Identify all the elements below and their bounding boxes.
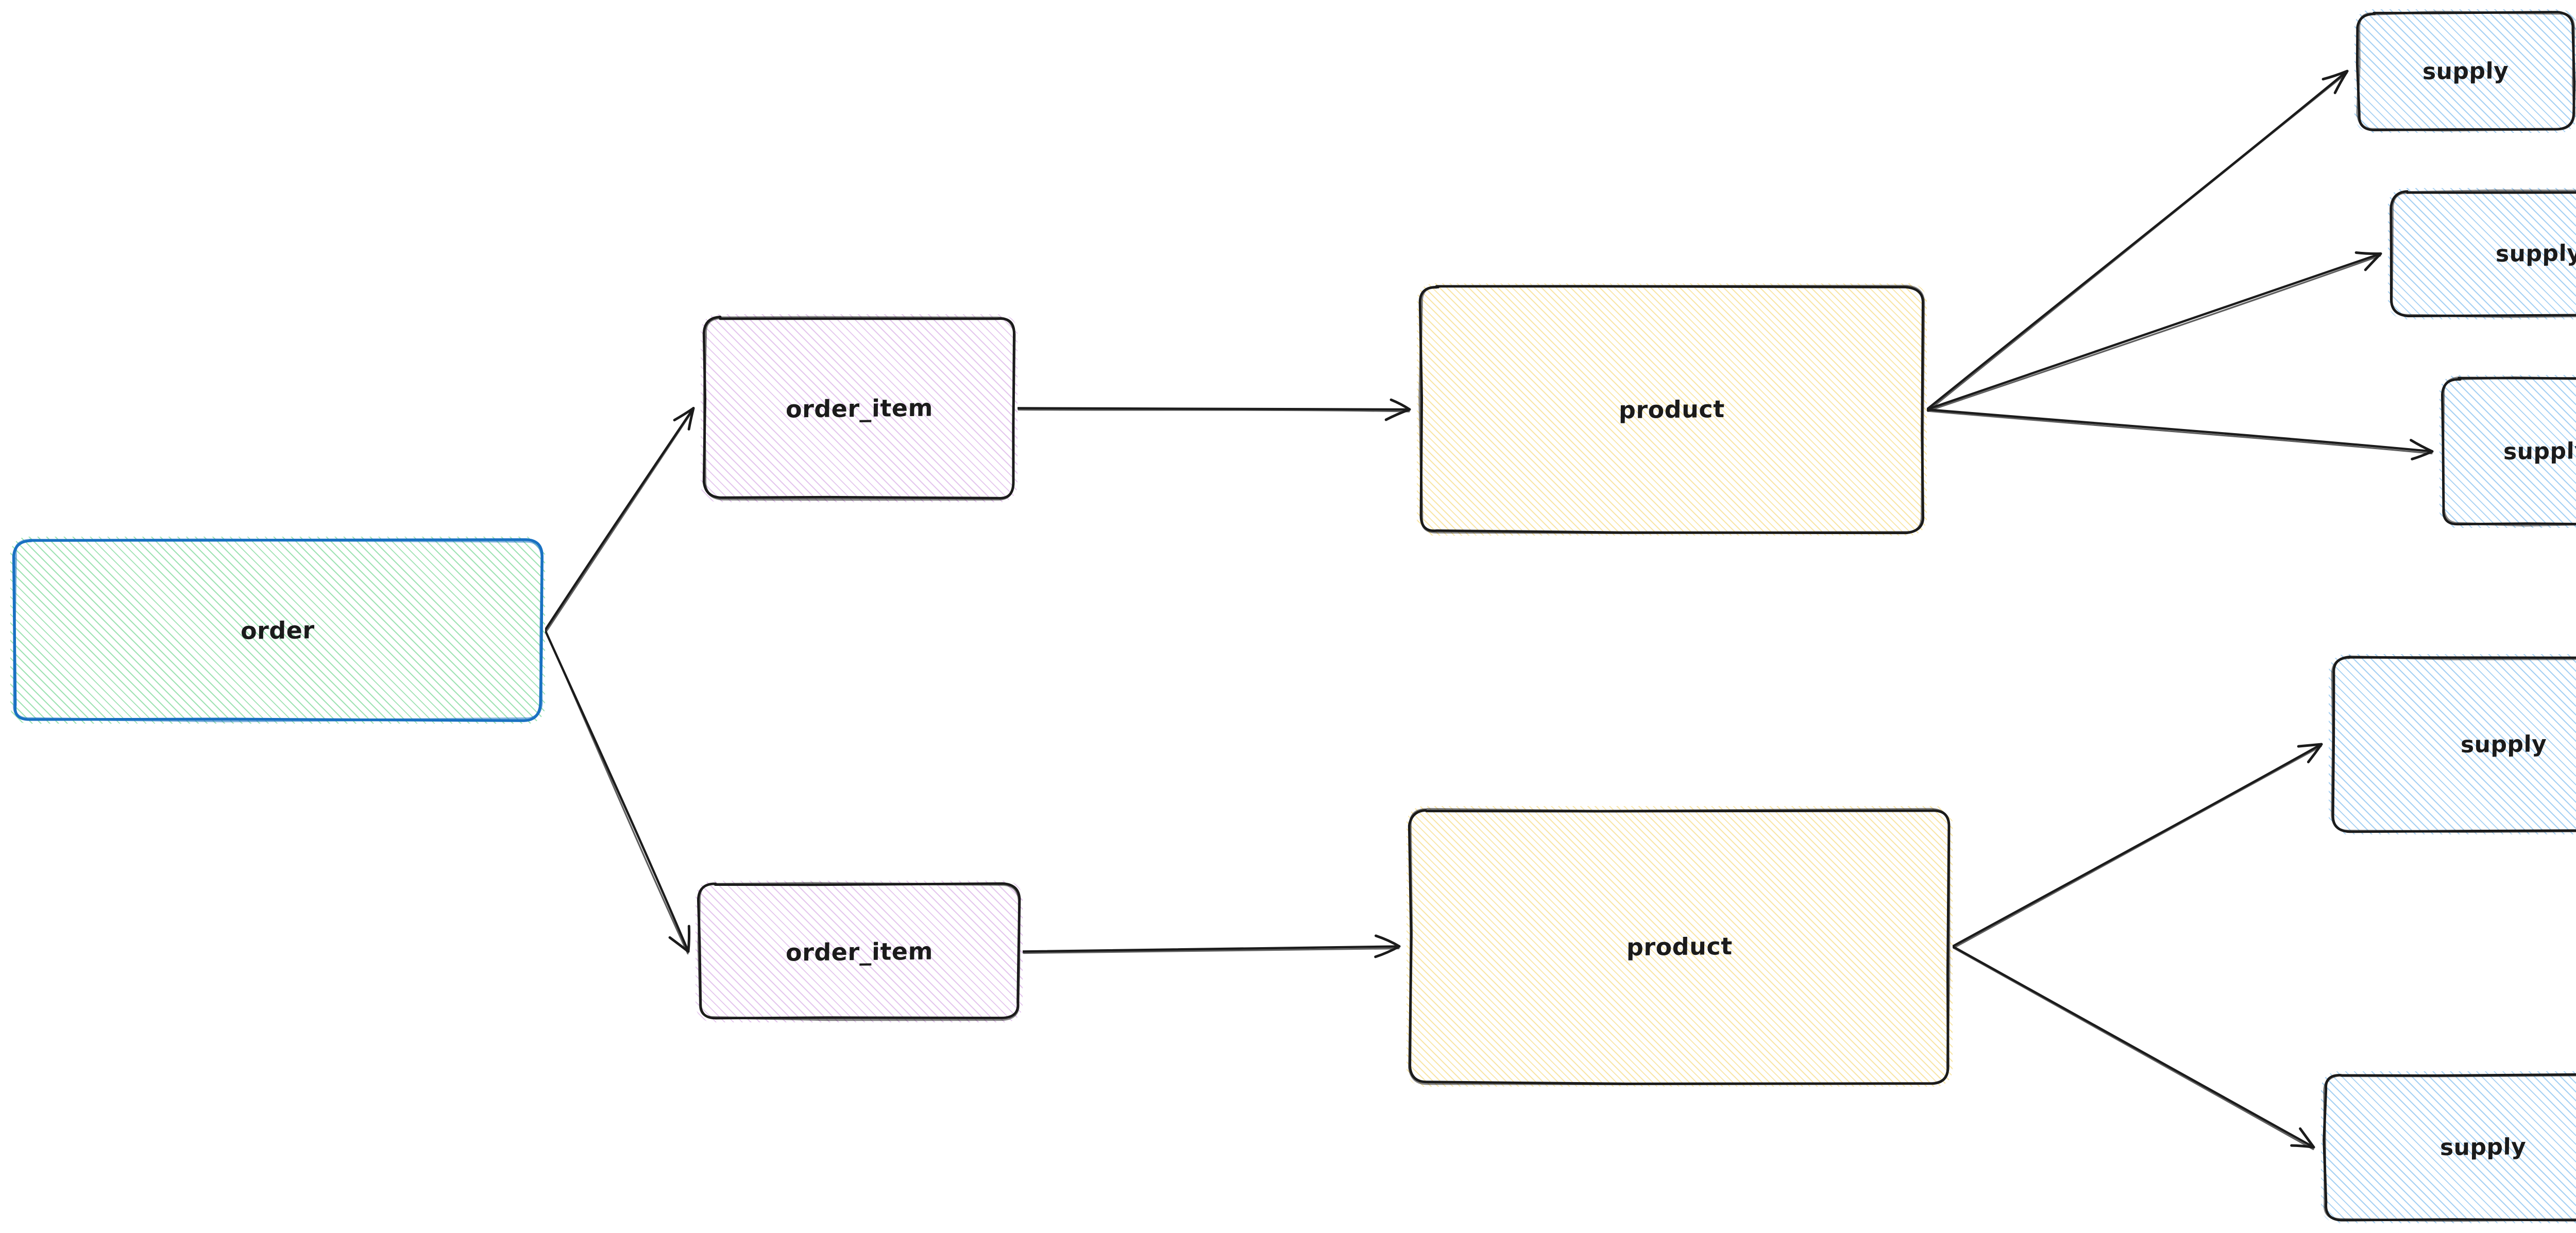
node-supply_2[interactable]: supply [2388, 188, 2576, 319]
node-label-supply_5: supply [2440, 1134, 2527, 1161]
node-label-order_item_1: order_item [785, 393, 933, 423]
edge-product_2-to-supply_5 [1951, 945, 2315, 1151]
node-supply_3[interactable]: supply [2439, 375, 2576, 528]
node-label-supply_4: supply [2461, 730, 2547, 758]
node-label-supply_2: supply [2495, 240, 2576, 267]
node-label-supply_1: supply [2422, 57, 2509, 85]
edge-product_1-to-supply_2 [1925, 251, 2382, 412]
edge-product_1-to-supply_3 [1925, 408, 2434, 460]
node-supply_5[interactable]: supply [2321, 1071, 2576, 1223]
node-label-product_1: product [1618, 395, 1725, 424]
node-label-order: order [240, 615, 315, 645]
edge-product_2-to-supply_4 [1951, 743, 2323, 949]
node-order_item_2[interactable]: order_item [696, 881, 1023, 1022]
node-supply_1[interactable]: supply [2354, 9, 2576, 133]
edge-order_item_1-to-product_1 [1016, 398, 1411, 421]
node-order_item_1[interactable]: order_item [701, 314, 1018, 502]
node-label-product_2: product [1626, 932, 1733, 961]
node-supply_4[interactable]: supply [2329, 654, 2576, 834]
node-label-supply_3: supply [2503, 438, 2576, 465]
edge-order_item_2-to-product_2 [1021, 934, 1401, 958]
edge-order-to-order_item_2 [544, 629, 691, 955]
edge-product_1-to-supply_1 [1925, 70, 2349, 412]
node-product_2[interactable]: product [1406, 806, 1953, 1087]
node-order[interactable]: order [10, 537, 545, 724]
node-product_1[interactable]: product [1417, 283, 1927, 536]
node-label-order_item_2: order_item [785, 936, 933, 967]
edge-order-to-order_item_1 [544, 407, 695, 633]
